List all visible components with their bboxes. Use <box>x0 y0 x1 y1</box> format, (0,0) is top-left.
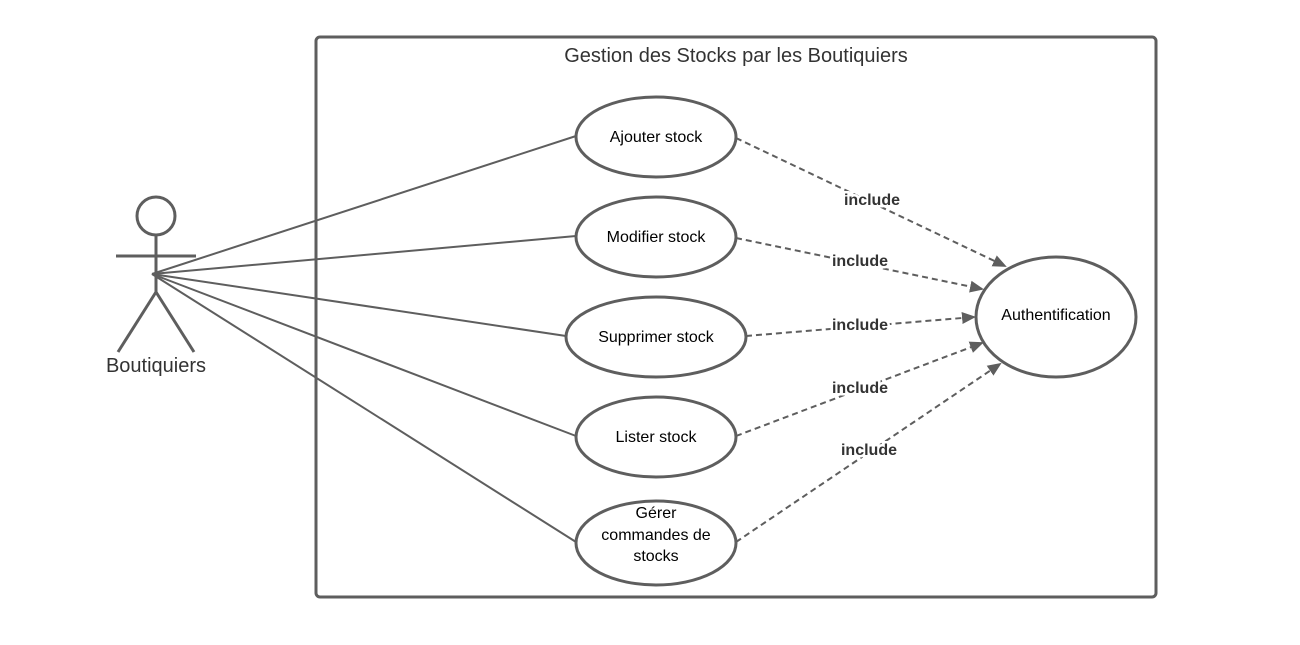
use-case-gerer-commandes: Gérer commandes de stocks <box>574 499 738 587</box>
actor-label: Boutiquiers <box>106 355 206 377</box>
include-labels: include include include include include <box>829 190 902 462</box>
actor-head <box>135 195 177 237</box>
include-label-supprimer: include <box>832 317 888 334</box>
include-line-lister <box>735 341 984 437</box>
association-line-gerer <box>151 273 577 543</box>
use-case-modifier-stock: Modifier stock <box>574 195 738 279</box>
use-case-ellipse <box>574 499 738 587</box>
use-case-label-line-1: Gérer <box>636 505 678 522</box>
actor-right-leg <box>154 291 196 353</box>
use-case-label-line-3: stocks <box>633 548 678 565</box>
use-case-label: Modifier stock <box>607 229 707 246</box>
use-case-ellipse <box>564 295 748 379</box>
use-case-label-line-2: commandes de <box>601 527 710 544</box>
associations <box>151 135 577 543</box>
actor-boutiquiers: Boutiquiers <box>106 195 206 377</box>
system-boundary <box>314 35 1158 599</box>
include-label-gerer: include <box>841 442 897 459</box>
use-case-authentification: Authentification <box>974 255 1138 379</box>
use-case-label: Authentification <box>1001 307 1110 324</box>
include-relations <box>735 137 1007 543</box>
include-label-modifier: include <box>832 253 888 270</box>
association-line-supprimer <box>151 273 567 337</box>
system-title: Gestion des Stocks par les Boutiquiers <box>564 45 908 67</box>
use-case-ellipse <box>974 255 1138 379</box>
use-case-label: Supprimer stock <box>598 329 715 346</box>
use-case-label: Ajouter stock <box>610 129 703 146</box>
use-case-ajouter-stock: Ajouter stock <box>574 95 738 179</box>
association-line-ajouter <box>151 135 577 275</box>
use-case-lister-stock: Lister stock <box>574 395 738 479</box>
association-line-lister <box>151 273 577 437</box>
include-line-supprimer <box>745 312 976 337</box>
include-line-gerer <box>735 362 1002 543</box>
actor-left-leg <box>116 291 158 353</box>
include-label-ajouter: include <box>844 192 900 209</box>
use-case-ellipse <box>574 395 738 479</box>
include-label-lister: include <box>832 380 888 397</box>
use-case-label: Lister stock <box>616 429 698 446</box>
use-case-supprimer-stock: Supprimer stock <box>564 295 748 379</box>
use-case-ellipse <box>574 195 738 279</box>
include-line-modifier <box>735 237 984 293</box>
association-line-modifier <box>151 235 577 275</box>
use-case-ellipse <box>574 95 738 179</box>
